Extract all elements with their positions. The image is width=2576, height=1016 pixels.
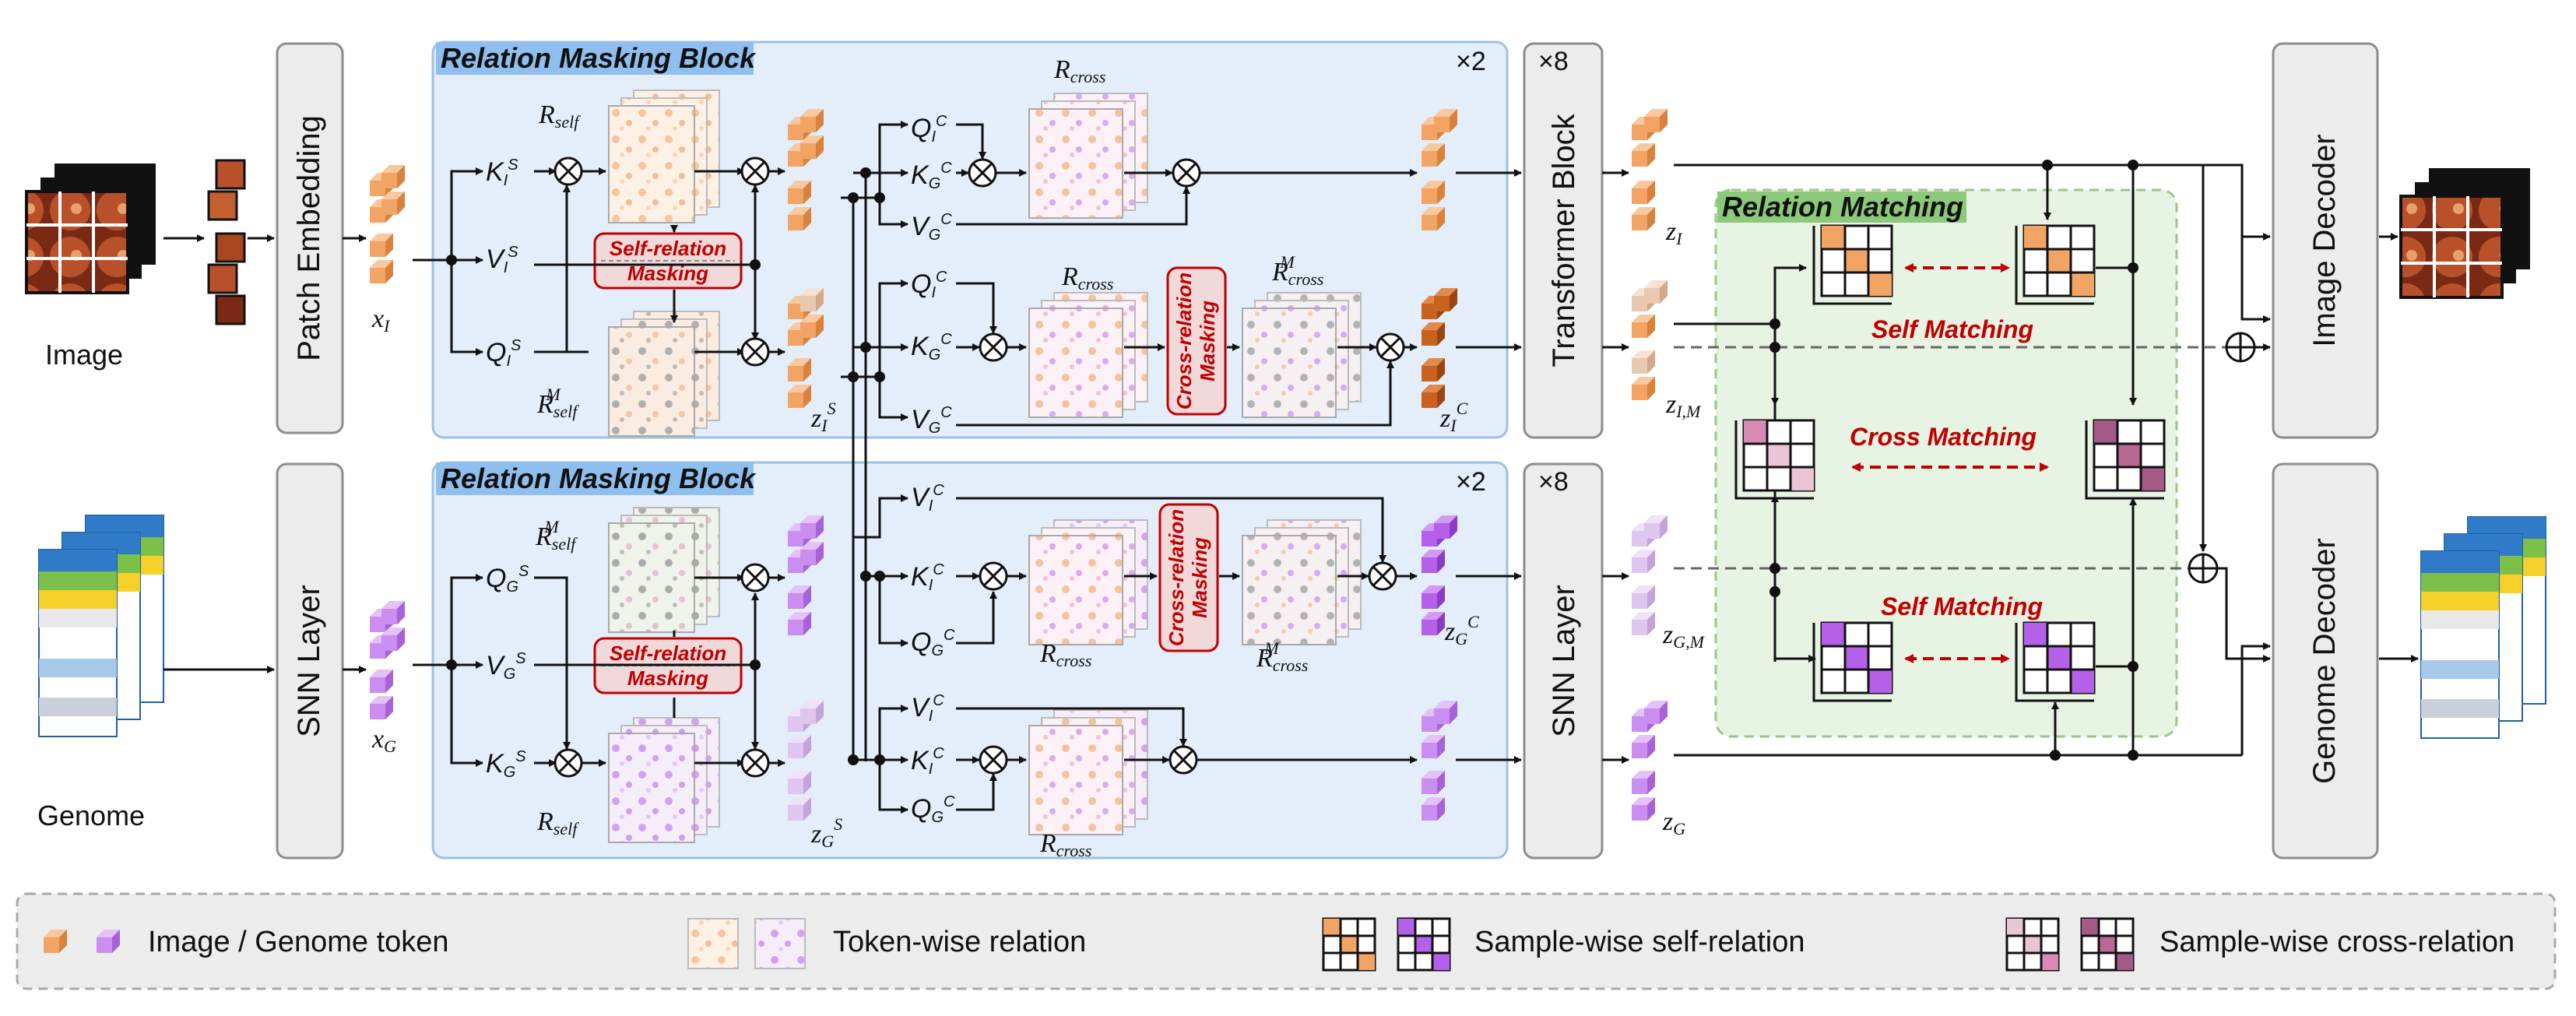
snn-layer-2-module: SNN Layer ×8 — [1523, 462, 1604, 860]
match-grid-self-img-left — [1812, 224, 1893, 305]
image-patch-column — [207, 159, 246, 325]
matrix-Rcross-top-2 — [1028, 292, 1148, 418]
image-decoder-module: Image Decoder — [2272, 42, 2379, 439]
rmb-bottom-title-bg — [436, 462, 754, 495]
matrix-Rcross-bottom-2 — [1028, 709, 1148, 835]
legend-relation-label: Token-wise relation — [833, 926, 1086, 958]
rmb-top-repeat: ×2 — [1456, 47, 1486, 76]
transformer-block-label: Transformer Block — [1547, 113, 1581, 367]
legend-image-relation-icon — [687, 918, 739, 969]
self-matching-label-bottom: Self Matching — [1881, 592, 2043, 620]
zIM-symbol: zI,M — [1665, 390, 1702, 421]
matrix-RselfM-bottom — [608, 507, 720, 633]
matrix-RselfM-top — [608, 311, 720, 437]
xI-symbol: xI — [371, 304, 391, 336]
genome-input-stack — [38, 515, 164, 737]
snn-repeat: ×8 — [1538, 467, 1569, 497]
transformer-repeat: ×8 — [1538, 47, 1569, 76]
matrix-Rself-bottom — [608, 717, 720, 843]
match-grid-self-img-right — [2015, 224, 2096, 305]
image-decoder-label: Image Decoder — [2307, 134, 2342, 346]
legend-token-label: Image / Genome token — [148, 926, 449, 958]
svg-text:Masking: Masking — [1188, 537, 1211, 618]
svg-text:Cross-relation: Cross-relation — [1165, 509, 1188, 646]
image-output-stack — [2399, 168, 2530, 299]
cross-matching-label: Cross Matching — [1850, 423, 2037, 451]
relation-matching-title-bg — [1717, 192, 1966, 223]
patch-embedding-module: Patch Embedding — [276, 42, 344, 434]
matrix-Rcross-bottom-1 — [1028, 519, 1148, 645]
legend-cross-grid-1 — [2005, 917, 2060, 972]
legend-cross-grid-2 — [2080, 917, 2135, 972]
svg-text:VGC: VGC — [911, 404, 952, 437]
relation-matching-title: Relation Matching — [1722, 191, 1963, 223]
multiply-ops — [554, 156, 1405, 778]
xG-symbol: xG — [371, 725, 396, 756]
svg-text:Masking: Masking — [1196, 301, 1219, 381]
zI-symbol: zI — [1665, 217, 1683, 248]
self-relation-masking-bottom: Self-relation Masking — [593, 637, 743, 694]
svg-text:Self-relation: Self-relation — [610, 237, 726, 260]
zGM-symbol: zG,M — [1662, 620, 1706, 652]
legend: Image / Genome token Token-wise relation… — [16, 892, 2557, 990]
junction-dots — [446, 160, 2138, 765]
token-xI — [370, 165, 405, 283]
matrix-RcrossM-top — [1242, 292, 1362, 418]
snn-layer-module: SNN Layer — [276, 462, 344, 860]
legend-genome-relation-icon — [754, 918, 806, 969]
svg-text:Cross-relation: Cross-relation — [1172, 272, 1196, 410]
matrix-RcrossM-bottom — [1242, 519, 1362, 645]
patch-embedding-label: Patch Embedding — [292, 115, 326, 361]
matrix-Rcross-top-1 — [1028, 93, 1148, 219]
legend-self-label: Sample-wise self-relation — [1474, 926, 1805, 958]
token-zGM — [1632, 515, 1668, 635]
snn-layer-2-label: SNN Layer — [1547, 585, 1581, 737]
image-input-stack — [25, 163, 156, 294]
rmb-top-title: Relation Masking Block — [441, 42, 757, 74]
cross-relation-masking-top: Cross-relation Masking — [1166, 266, 1227, 416]
matrix-Rself-top — [608, 90, 720, 223]
genome-decoder-label: Genome Decoder — [2307, 538, 2342, 784]
zG-symbol: zG — [1662, 807, 1685, 838]
svg-text:VIS: VIS — [486, 244, 518, 276]
rmb-top-title-bg — [436, 42, 754, 75]
image-label: Image — [45, 339, 123, 371]
legend-self-grid-img — [1322, 917, 1376, 972]
transformer-block-module: Transformer Block ×8 — [1523, 42, 1604, 439]
add-ops — [2188, 332, 2256, 584]
token-zG — [1632, 701, 1668, 821]
svg-text:Self-relation: Self-relation — [610, 642, 726, 665]
token-zIM — [1632, 280, 1668, 400]
self-relation-masking-top: Self-relation Masking — [593, 232, 743, 290]
match-grid-cross-right — [2085, 419, 2166, 500]
match-grid-cross-left — [1734, 419, 1815, 500]
self-matching-label-top: Self Matching — [1871, 315, 2033, 343]
rmb-bottom-repeat: ×2 — [1456, 467, 1486, 497]
genome-label: Genome — [37, 800, 145, 831]
token-zI — [1632, 109, 1668, 230]
legend-self-grid-gen — [1397, 917, 1451, 972]
genome-output-stack — [2420, 516, 2546, 739]
match-grid-self-gen-left — [1812, 621, 1893, 702]
legend-cross-label: Sample-wise cross-relation — [2160, 926, 2514, 958]
token-xG — [370, 601, 405, 719]
match-grid-self-gen-right — [2015, 621, 2096, 702]
rmb-bottom-title: Relation Masking Block — [441, 462, 757, 494]
snn-layer-label: SNN Layer — [292, 585, 326, 737]
svg-text:Masking: Masking — [627, 666, 708, 690]
connectors — [163, 121, 2419, 814]
cross-relation-masking-bottom: Cross-relation Masking — [1158, 503, 1219, 652]
genome-decoder-module: Genome Decoder — [2272, 462, 2379, 860]
